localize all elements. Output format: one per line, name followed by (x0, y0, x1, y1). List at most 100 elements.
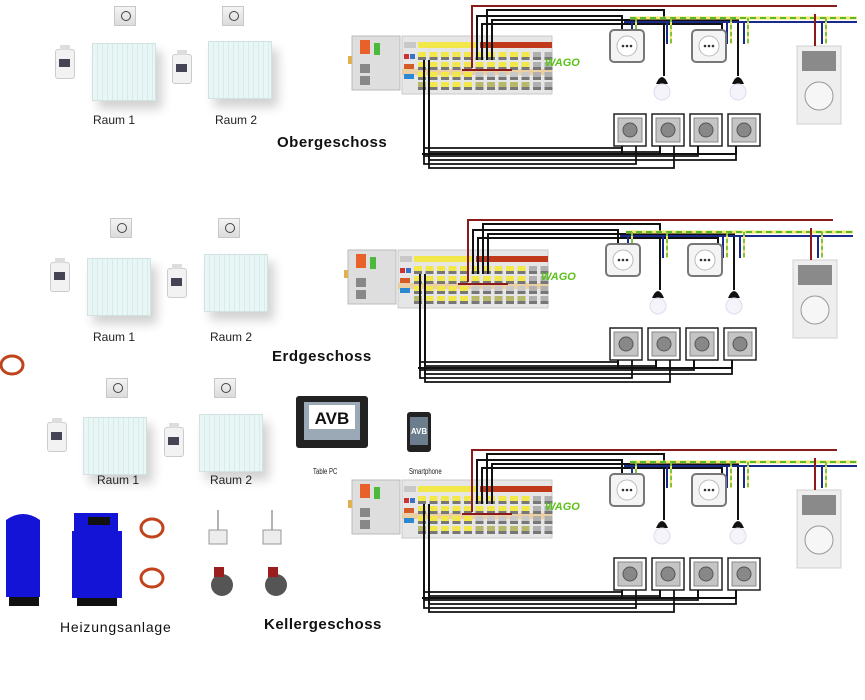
room-thermostat-icon (114, 6, 136, 26)
terminal-contact (487, 531, 495, 534)
light-bulb-icon (729, 83, 747, 101)
phase-wire (467, 219, 833, 282)
output-wire-socket1 (476, 459, 623, 504)
terminal-clamp (533, 72, 541, 77)
socket-pin (703, 488, 707, 492)
terminal-contact (521, 531, 530, 534)
io-header-di (418, 486, 478, 492)
socket-pin (703, 258, 707, 262)
terminal-contact (452, 521, 461, 524)
status-led-icon (370, 257, 376, 269)
terminal-clamp (429, 82, 438, 87)
boiler-icon (72, 531, 122, 598)
terminal-clamp (510, 506, 518, 511)
terminal-red (404, 498, 409, 503)
terminal-contact (425, 281, 434, 284)
output-wire-lamp2 (487, 233, 735, 290)
terminal-contact (429, 87, 438, 90)
terminal-contact (448, 271, 457, 274)
terminal-contact (437, 291, 445, 294)
terminal-clamp (418, 72, 426, 77)
terminal-contact (529, 301, 537, 304)
valve-actuator-icon (262, 529, 282, 545)
terminal-contact (425, 291, 434, 294)
smartphone-label: Smartphone (409, 467, 442, 476)
terminal-contact (464, 501, 472, 504)
terminal-contact (494, 301, 503, 304)
terminal-blue (410, 54, 415, 59)
terminal-blue (400, 288, 410, 293)
input-wire (424, 274, 671, 383)
light-bulb-icon (725, 297, 743, 315)
terminal-clamp (540, 296, 549, 301)
terminal-contact (475, 87, 484, 90)
radiator-icon (199, 414, 263, 472)
terminal-clamp (475, 516, 484, 521)
ethernet-port-icon (360, 520, 370, 529)
terminal-clamp (544, 62, 553, 67)
terminal-clamp (471, 296, 480, 301)
terminal-contact (418, 501, 426, 504)
thermostatic-valve-icon (47, 418, 67, 452)
terminal-clamp (521, 496, 530, 501)
output-wire-lamp2 (491, 463, 739, 520)
ethernet-port-icon (356, 290, 366, 299)
floor-panel-0: WAGO (348, 5, 857, 169)
socket-pin (629, 488, 633, 492)
terminal-clamp (529, 286, 537, 291)
terminal-clamp (437, 276, 445, 281)
output-wire-lamp1 (486, 453, 665, 520)
terminal-clamp (483, 286, 491, 291)
terminal-clamp (429, 506, 438, 511)
switch-rocker (736, 122, 752, 138)
terminal-contact (429, 57, 438, 60)
terminal-contact (429, 511, 438, 514)
terminal-contact (452, 57, 461, 60)
terminal-clamp (414, 266, 422, 271)
socket-pin (703, 44, 707, 48)
terminal-contact (540, 301, 549, 304)
terminal-blue (410, 498, 415, 503)
rail-clip (344, 270, 348, 278)
terminal-clamp (498, 82, 507, 87)
terminal-contact (498, 531, 507, 534)
terminal-contact (483, 281, 491, 284)
terminal-contact (521, 57, 530, 60)
terminal-red (400, 268, 405, 273)
terminal-clamp (487, 72, 495, 77)
terminal-contact (471, 291, 480, 294)
thermostatic-valve-icon (164, 423, 184, 457)
lamp-socket-icon (656, 77, 668, 84)
terminal-contact (471, 301, 480, 304)
floor-panel-1: WAGO (344, 219, 853, 383)
terminal-clamp (460, 266, 468, 271)
terminal-clamp (506, 286, 514, 291)
terminal-clamp (506, 276, 514, 281)
room-thermostat-icon (106, 378, 128, 398)
terminal-clamp (441, 506, 449, 511)
terminal-clamp (521, 72, 530, 77)
terminal-clamp (475, 82, 484, 87)
terminal-clamp (460, 276, 468, 281)
terminal-clamp (441, 526, 449, 531)
terminal-contact (460, 301, 468, 304)
switch-rocker (622, 566, 638, 582)
dip-switch-icon (356, 254, 366, 268)
terminal-contact (437, 301, 445, 304)
radiator-icon (83, 417, 147, 475)
terminal-contact (533, 531, 541, 534)
lamp-socket-icon (732, 521, 744, 528)
terminal-contact (544, 87, 553, 90)
terminal-clamp (510, 496, 518, 501)
terminal-contact (487, 511, 495, 514)
terminal-contact (441, 521, 449, 524)
terminal-contact (418, 77, 426, 80)
terminal-contact (521, 511, 530, 514)
terminal-contact (517, 281, 526, 284)
switch-insert (727, 331, 753, 357)
terminal-clamp (544, 72, 553, 77)
lamp-socket-icon (656, 521, 668, 528)
terminal-contact (521, 87, 530, 90)
terminal-clamp (494, 286, 503, 291)
terminal-clamp (437, 266, 445, 271)
